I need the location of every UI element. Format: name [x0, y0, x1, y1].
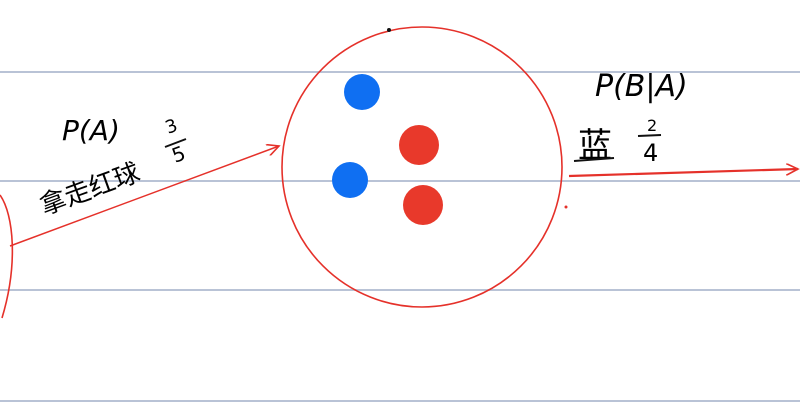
right-fraction-bar	[637, 134, 662, 137]
right-fraction-numerator: 2	[647, 116, 657, 135]
left-title: P(A)	[62, 114, 120, 147]
ink-dot	[387, 28, 391, 32]
red-ball	[403, 185, 443, 225]
left-fraction-denominator: 5	[169, 141, 189, 168]
blue-ball	[344, 74, 380, 110]
urn-circle	[281, 26, 563, 308]
right-fraction-denominator: 4	[643, 139, 658, 167]
left-text: 拿走红球	[36, 158, 144, 222]
blue-ball	[332, 162, 368, 198]
ink-dot	[564, 205, 568, 209]
red-ball	[399, 125, 439, 165]
right-arrow	[568, 169, 798, 178]
right-label-group: P(B|A) 蓝 2 4	[573, 69, 688, 167]
right-title: P(B|A)	[595, 69, 688, 104]
left-label-group: P(A) 拿走红球 3 5	[36, 114, 189, 222]
left-partial-circle	[0, 194, 14, 319]
right-text-underline	[573, 157, 615, 162]
left-fraction-numerator: 3	[163, 115, 181, 139]
ruled-lines	[0, 71, 800, 402]
urn-group	[281, 26, 568, 308]
left-arrow	[9, 146, 279, 247]
left-fraction-bar	[164, 138, 187, 148]
